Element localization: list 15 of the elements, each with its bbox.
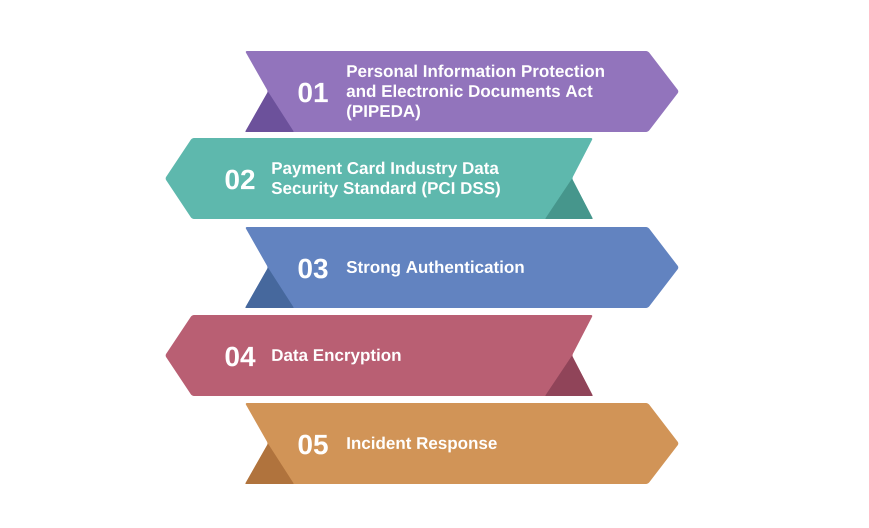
step-number: 03	[298, 258, 328, 278]
step-number: 05	[298, 434, 328, 454]
step-title: Strong Authentication	[346, 260, 524, 276]
ribbon-banner	[166, 138, 593, 219]
step-number: 01	[298, 82, 328, 102]
step-number: 04	[226, 346, 256, 366]
step-title: Incident Response	[347, 436, 497, 452]
ribbon-banner	[166, 315, 593, 396]
step-title: Payment Card Industry Data Security Standard (PCI DSS)	[272, 162, 500, 198]
step-title: Personal Information Protection and Electronic Documents Act (PIPEDA)	[346, 64, 604, 120]
ribbon-banner	[245, 51, 678, 132]
step-title: Data Encryption	[272, 348, 400, 364]
ribbon-banner	[245, 403, 678, 484]
step-number: 02	[226, 170, 254, 190]
ribbon-banner	[245, 227, 678, 308]
